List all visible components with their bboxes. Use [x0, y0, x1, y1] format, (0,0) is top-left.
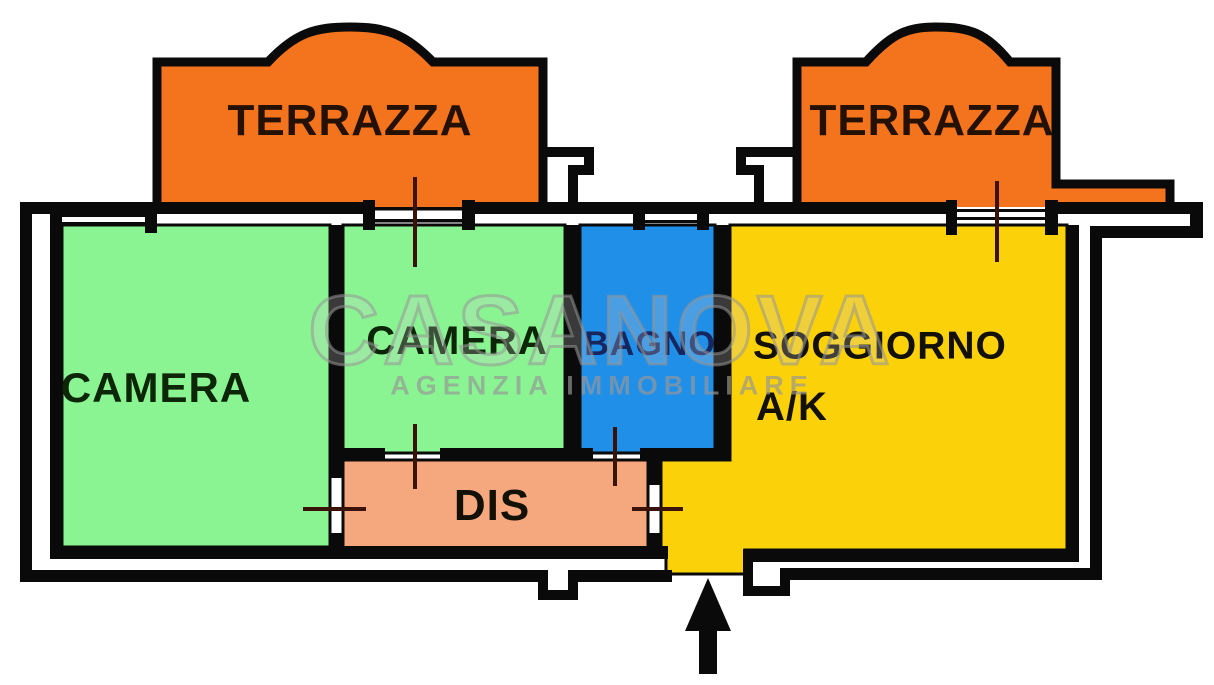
window-post: [946, 200, 957, 235]
wall: [1090, 226, 1102, 580]
terrazza-right-label: TERRAZZA: [809, 96, 1055, 145]
soggiorno-label: SOGGIORNO: [753, 324, 1007, 368]
dis-label: DIS: [453, 481, 531, 530]
wall: [1067, 225, 1079, 562]
room-dis-area: [341, 458, 650, 552]
window-post: [363, 200, 375, 230]
wall: [50, 214, 62, 559]
window-line: [957, 217, 1045, 220]
facade-notch-left: [545, 147, 594, 204]
wall: [538, 570, 548, 600]
facade-notches: [545, 147, 795, 204]
camera-left-label: CAMERA: [60, 364, 252, 411]
wall: [330, 533, 343, 548]
window-post: [1045, 200, 1058, 235]
terraces: [152, 22, 1175, 207]
walls: [20, 202, 1203, 600]
window-line: [375, 207, 462, 211]
entrance-arrow-icon: [685, 578, 731, 674]
window-line: [957, 209, 1045, 212]
wall: [743, 586, 790, 596]
window-post: [462, 200, 475, 230]
wall: [1090, 226, 1203, 238]
window-post: [145, 204, 157, 233]
wall: [780, 568, 1102, 580]
room-camera-middle-area: [341, 223, 567, 455]
terrazza-left-label: TERRAZZA: [227, 96, 473, 145]
wall: [648, 533, 660, 548]
wall: [780, 568, 790, 596]
facade-notch-right: [736, 147, 795, 204]
wall: [640, 448, 730, 460]
rooms: [60, 223, 1069, 576]
door-swing-lines: [303, 177, 999, 511]
window-line: [62, 214, 145, 217]
window-line: [62, 222, 145, 225]
camera-middle-label: CAMERA: [366, 319, 548, 363]
wall: [568, 570, 578, 600]
room-bagno-area: [578, 223, 717, 455]
wall: [538, 590, 578, 600]
window-post: [697, 204, 709, 230]
terrazza-left-shape: [152, 22, 548, 207]
wall: [50, 546, 668, 559]
wall: [20, 202, 32, 582]
terrazza-right-shape: [792, 22, 1175, 207]
wall: [715, 225, 730, 460]
soggiorno-sublabel: A/K: [756, 385, 828, 429]
wall: [565, 225, 580, 460]
bagno-label: BAGNO: [584, 325, 716, 363]
window-line: [645, 220, 697, 223]
wall: [330, 225, 343, 478]
wall: [20, 570, 538, 582]
window-post: [633, 204, 645, 230]
window-line: [645, 211, 697, 214]
wall: [1058, 202, 1203, 214]
wall: [578, 570, 672, 582]
wall: [743, 562, 753, 596]
wall: [440, 448, 593, 460]
wall: [743, 549, 1078, 562]
windows: [62, 200, 1058, 235]
wall: [25, 202, 367, 214]
wall: [330, 448, 385, 460]
window-line: [375, 219, 462, 223]
